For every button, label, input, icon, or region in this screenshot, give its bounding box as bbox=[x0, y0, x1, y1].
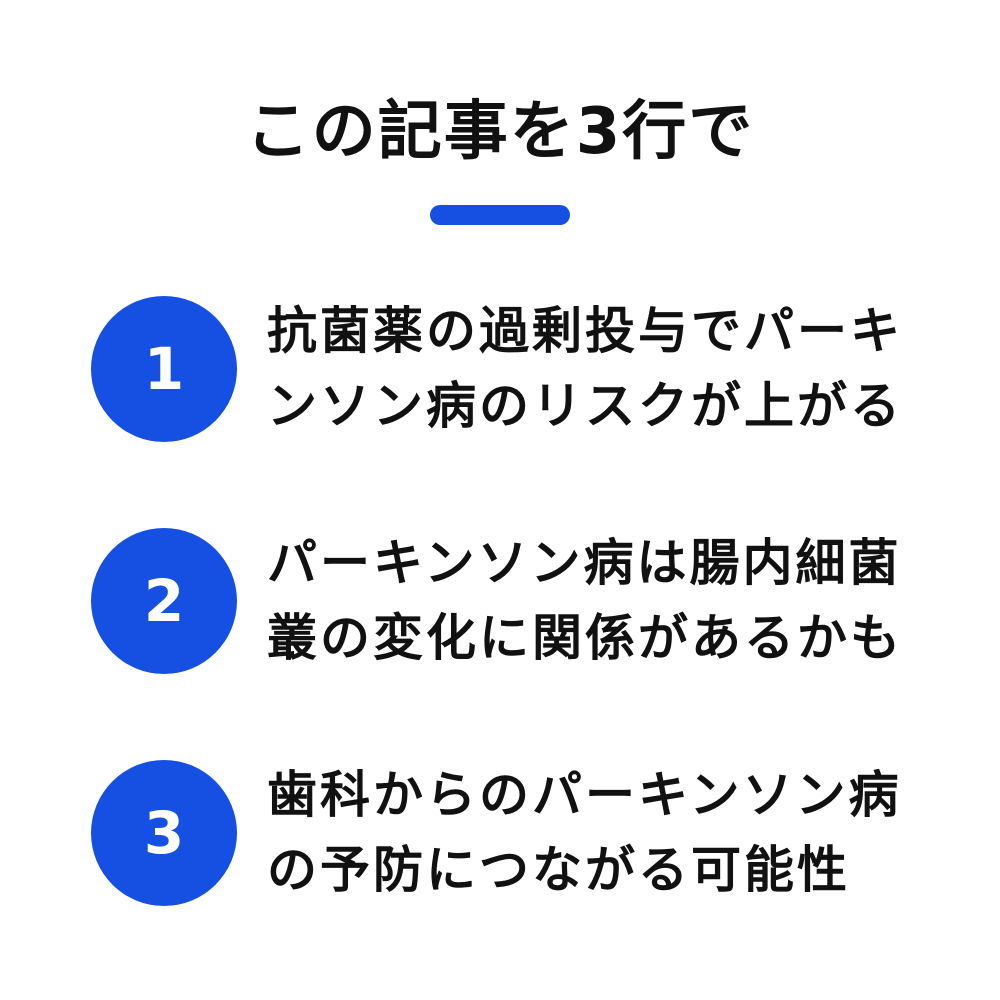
summary-text-2-line-2: 叢の変化に関係があるかも bbox=[267, 609, 903, 667]
summary-text-3: 歯科からのパーキンソン病 の予防につながる可能性 bbox=[267, 758, 927, 908]
summary-text-3-line-1: 歯科からのパーキンソン病 bbox=[267, 766, 902, 824]
summary-text-1-line-2: ンソン病のリスクが上がる bbox=[267, 377, 903, 435]
number-badge-2: 2 bbox=[91, 528, 237, 674]
number-badge-3: 3 bbox=[91, 760, 237, 906]
summary-text-2: パーキンソン病は腸内細菌 叢の変化に関係があるかも bbox=[267, 526, 927, 676]
summary-text-3-line-2: の予防につながる可能性 bbox=[267, 841, 850, 899]
summary-text-1-line-1: 抗菌薬の過剰投与でパーキ bbox=[267, 302, 903, 360]
summary-item-2: 2 パーキンソン病は腸内細菌 叢の変化に関係があるかも bbox=[91, 526, 951, 676]
page-title: この記事を3行で bbox=[245, 95, 755, 169]
summary-item-3: 3 歯科からのパーキンソン病 の予防につながる可能性 bbox=[91, 758, 951, 908]
title-underline bbox=[430, 205, 570, 225]
summary-item-1: 1 抗菌薬の過剰投与でパーキ ンソン病のリスクが上がる bbox=[91, 294, 951, 444]
number-badge-1: 1 bbox=[91, 296, 237, 442]
summary-text-1: 抗菌薬の過剰投与でパーキ ンソン病のリスクが上がる bbox=[267, 294, 927, 444]
summary-text-2-line-1: パーキンソン病は腸内細菌 bbox=[267, 534, 902, 592]
